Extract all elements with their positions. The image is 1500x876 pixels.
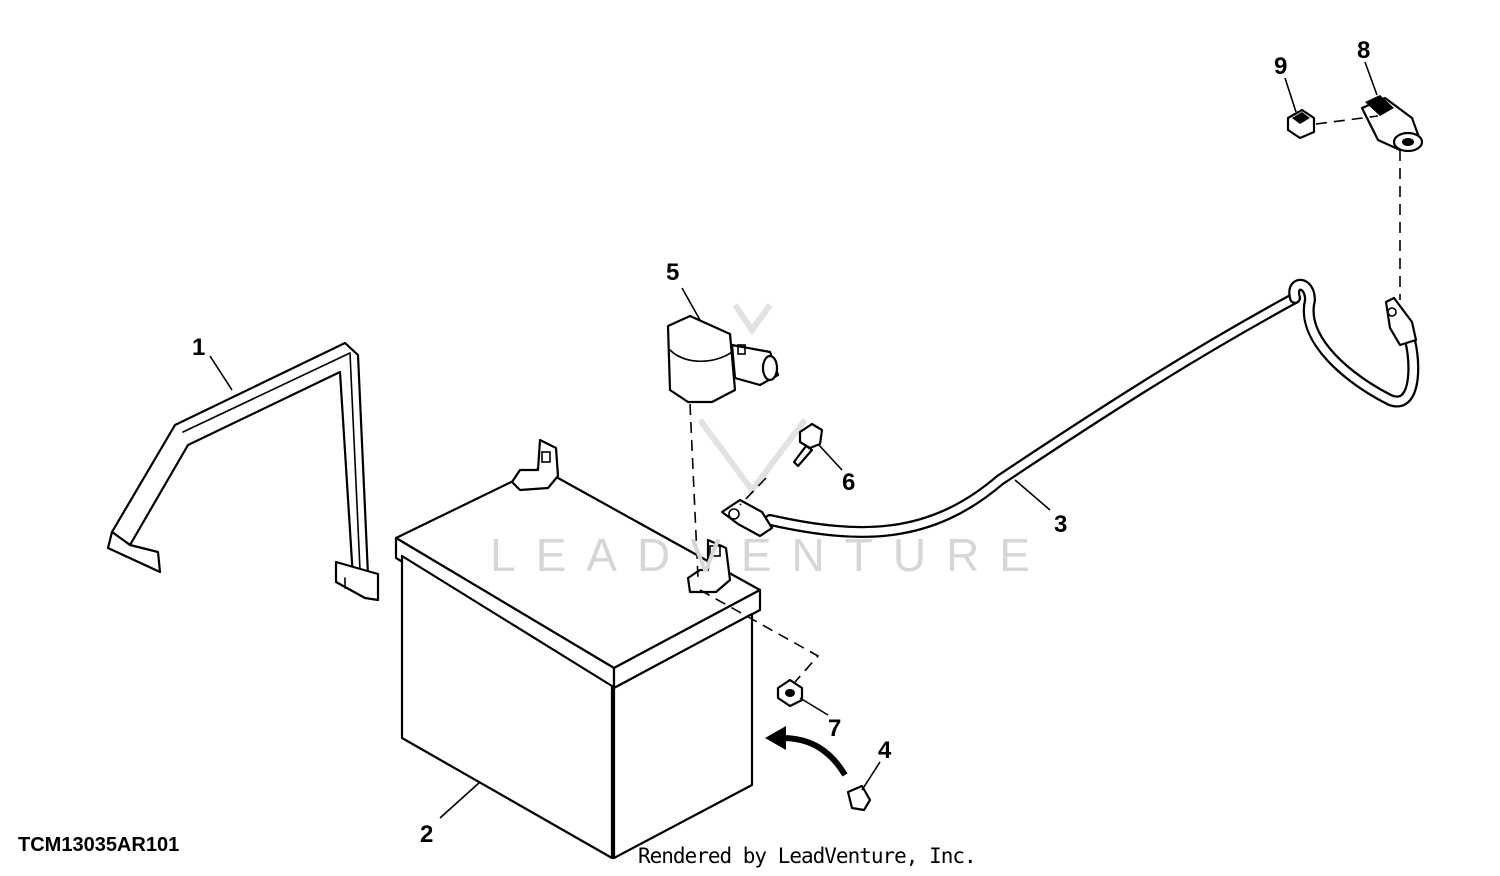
callout-3: 3 [1054,511,1067,538]
part-6-cap-screw[interactable] [792,422,824,468]
figure-id: TCM13035AR101 [18,834,180,856]
callout-4: 4 [878,737,892,764]
part-7-nut[interactable] [776,678,804,708]
callout-7: 7 [828,715,841,742]
leader-lines [209,61,1378,819]
part-2-battery[interactable] [394,438,762,860]
part-5-terminal-cover[interactable] [666,314,780,404]
watermark-text: LEADVENTURE [490,529,1050,581]
part-3-battery-cable[interactable] [720,278,1420,538]
callout-9: 9 [1274,53,1287,80]
callout-8: 8 [1357,37,1370,64]
callout-5: 5 [666,259,679,286]
callout-6: 6 [842,469,855,496]
part-9-nut[interactable] [1286,108,1316,140]
assembly-lines [689,115,1401,683]
part-1-hold-down-strap[interactable] [106,341,380,602]
part-4-clip[interactable] [846,784,872,812]
callout-2: 2 [420,821,433,848]
callout-1: 1 [192,334,205,361]
watermark-logo [697,303,808,496]
rotation-arrow [765,726,848,777]
render-credit: Rendered by LeadVenture, Inc. [638,844,977,868]
part-8-terminal-cover[interactable] [1360,95,1424,153]
